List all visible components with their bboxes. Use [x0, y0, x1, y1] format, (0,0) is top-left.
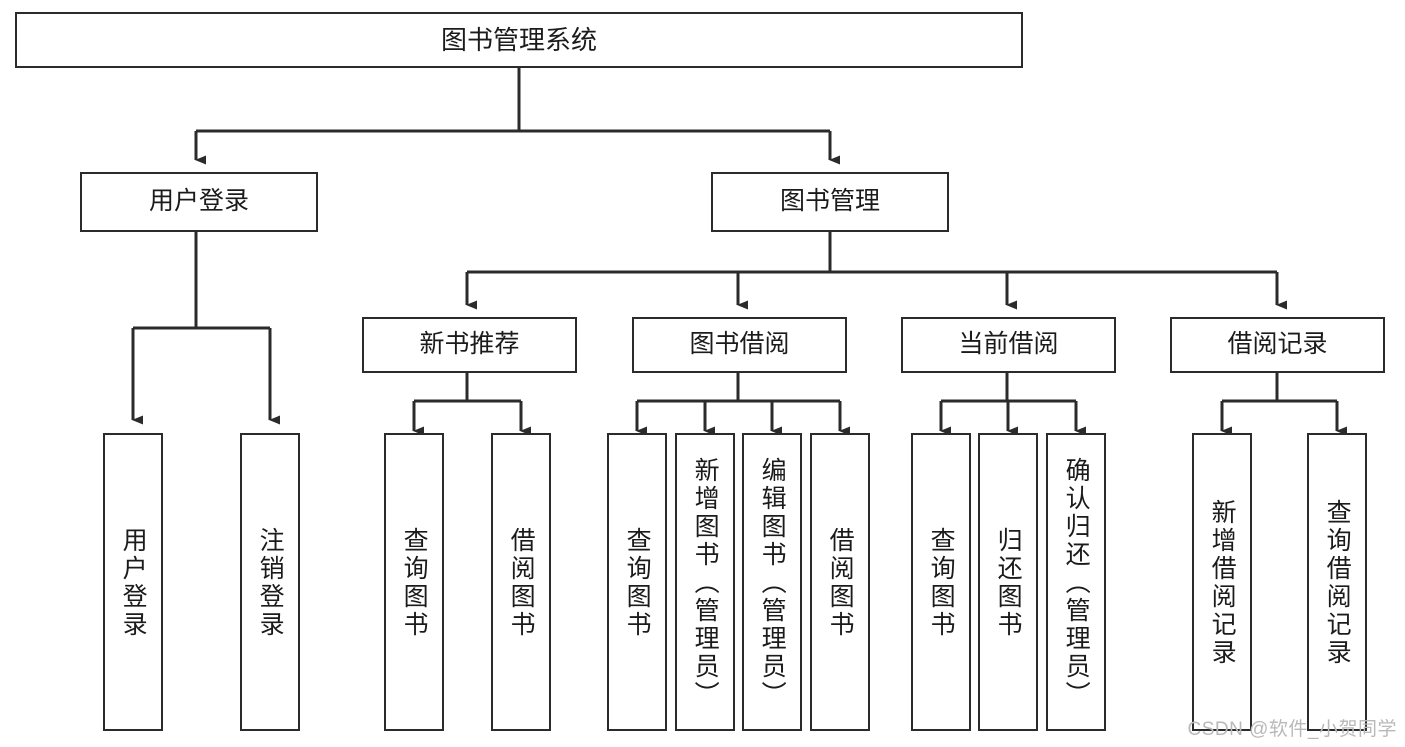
leaf-add-book-admin-label: 新增图书（管理员）	[691, 457, 720, 709]
leaf-query-book-3-label: 查询图书	[927, 527, 956, 639]
node-book-manage[interactable]: 图书管理	[711, 172, 949, 232]
node-new-book-recommend[interactable]: 新书推荐	[362, 317, 577, 373]
leaf-borrow-book-2-label: 借阅图书	[826, 527, 855, 639]
leaf-query-book-2[interactable]: 查询图书	[607, 433, 667, 731]
leaf-confirm-return-admin[interactable]: 确认归还（管理员）	[1046, 433, 1106, 731]
leaf-borrow-book-2[interactable]: 借阅图书	[810, 433, 870, 731]
node-current-borrow-label: 当前借阅	[958, 330, 1059, 359]
node-root-label: 图书管理系统	[440, 24, 597, 55]
node-book-borrow[interactable]: 图书借阅	[632, 317, 847, 373]
leaf-confirm-return-admin-label: 确认归还（管理员）	[1062, 457, 1091, 709]
leaf-add-book-admin[interactable]: 新增图书（管理员）	[675, 433, 735, 731]
leaf-borrow-book-1[interactable]: 借阅图书	[491, 433, 551, 731]
node-user-login[interactable]: 用户登录	[80, 172, 318, 232]
leaf-edit-book-admin[interactable]: 编辑图书（管理员）	[742, 433, 802, 731]
leaf-logout-login-label: 注销登录	[256, 527, 285, 639]
node-current-borrow[interactable]: 当前借阅	[901, 317, 1116, 373]
leaf-add-borrow-record[interactable]: 新增借阅记录	[1192, 433, 1252, 731]
node-book-manage-label: 图书管理	[779, 187, 880, 216]
node-user-login-label: 用户登录	[148, 187, 249, 216]
node-borrow-record-label: 借阅记录	[1227, 330, 1328, 359]
leaf-borrow-book-1-label: 借阅图书	[507, 527, 536, 639]
node-root-system[interactable]: 图书管理系统	[15, 12, 1023, 68]
leaf-edit-book-admin-label: 编辑图书（管理员）	[758, 457, 787, 709]
node-borrow-record[interactable]: 借阅记录	[1170, 317, 1385, 373]
leaf-query-borrow-record-label: 查询借阅记录	[1323, 499, 1352, 667]
node-new-book-recommend-label: 新书推荐	[419, 330, 520, 359]
leaf-query-book-2-label: 查询图书	[623, 527, 652, 639]
node-book-borrow-label: 图书借阅	[689, 330, 790, 359]
leaf-return-book[interactable]: 归还图书	[978, 433, 1038, 731]
leaf-query-book-3[interactable]: 查询图书	[911, 433, 971, 731]
leaf-query-borrow-record[interactable]: 查询借阅记录	[1307, 433, 1367, 731]
leaf-add-borrow-record-label: 新增借阅记录	[1208, 499, 1237, 667]
leaf-query-book-1-label: 查询图书	[400, 527, 429, 639]
leaf-return-book-label: 归还图书	[994, 527, 1023, 639]
leaf-query-book-1[interactable]: 查询图书	[384, 433, 444, 731]
leaf-logout-login[interactable]: 注销登录	[240, 433, 300, 731]
leaf-user-login-label: 用户登录	[119, 527, 148, 639]
leaf-user-login[interactable]: 用户登录	[103, 433, 163, 731]
